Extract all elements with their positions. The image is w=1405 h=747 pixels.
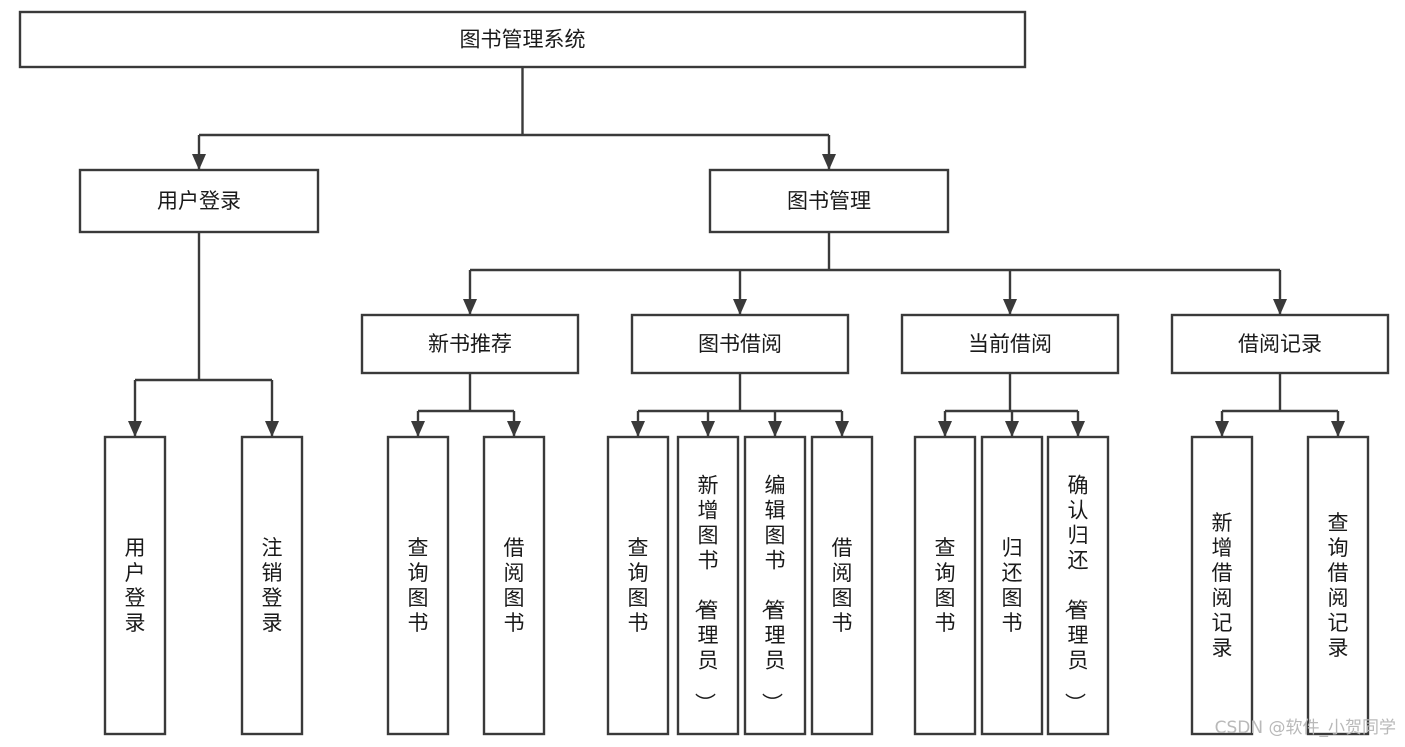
node-label-leaf-return-books: 归还图书 xyxy=(1002,536,1023,635)
node-box-leaf-return-books[interactable] xyxy=(980,435,1044,736)
node-label-leaf-add-book-admin: 新增图书（管理员） xyxy=(693,474,719,714)
arrow-head xyxy=(1071,421,1085,437)
node-label-book-management: 图书管理 xyxy=(787,189,871,213)
node-leaf-confirm-return-admin[interactable]: 确认归还（管理员） xyxy=(1046,435,1110,736)
node-box-leaf-borrow-books[interactable] xyxy=(810,435,874,736)
node-box-root[interactable] xyxy=(18,10,1027,69)
node-current-borrow[interactable]: 当前借阅 xyxy=(900,313,1120,375)
node-label-leaf-add-borrow-record: 新增借阅记录 xyxy=(1212,511,1233,660)
arrow-head xyxy=(411,421,425,437)
node-leaf-return-books[interactable]: 归还图书 xyxy=(980,435,1044,736)
arrow-head xyxy=(631,421,645,437)
node-label-book-borrow: 图书借阅 xyxy=(698,332,782,356)
node-new-book-recommend[interactable]: 新书推荐 xyxy=(360,313,580,375)
connector-layer xyxy=(128,67,1345,437)
node-root[interactable]: 图书管理系统 xyxy=(18,10,1027,69)
node-label-leaf-query-books-current: 查询图书 xyxy=(935,536,956,635)
node-leaf-query-books-borrow[interactable]: 查询图书 xyxy=(606,435,670,736)
node-label-leaf-logout-login: 注销登录 xyxy=(262,536,283,635)
node-leaf-logout-login[interactable]: 注销登录 xyxy=(240,435,304,736)
arrow-head xyxy=(1273,299,1287,315)
node-label-leaf-borrow-books-recommend: 借阅图书 xyxy=(504,536,525,635)
node-label-root: 图书管理系统 xyxy=(460,28,586,52)
node-label-leaf-confirm-return-admin: 确认归还（管理员） xyxy=(1063,474,1089,714)
node-label-borrow-record: 借阅记录 xyxy=(1238,332,1322,356)
node-box-leaf-user-login[interactable] xyxy=(103,435,167,736)
arrow-head xyxy=(1005,421,1019,437)
arrow-head xyxy=(768,421,782,437)
arrow-head xyxy=(835,421,849,437)
node-leaf-query-borrow-record[interactable]: 查询借阅记录 xyxy=(1306,435,1370,736)
node-box-leaf-query-books-borrow[interactable] xyxy=(606,435,670,736)
arrow-head xyxy=(265,421,279,437)
node-box-leaf-add-borrow-record[interactable] xyxy=(1190,435,1254,736)
node-borrow-record[interactable]: 借阅记录 xyxy=(1170,313,1390,375)
node-leaf-query-books-current[interactable]: 查询图书 xyxy=(913,435,977,736)
node-label-leaf-query-books-borrow: 查询图书 xyxy=(628,536,649,635)
node-user-login[interactable]: 用户登录 xyxy=(78,168,320,234)
node-box-leaf-confirm-return-admin[interactable] xyxy=(1046,435,1110,736)
arrow-head xyxy=(733,299,747,315)
node-leaf-add-book-admin[interactable]: 新增图书（管理员） xyxy=(676,435,740,736)
node-label-leaf-borrow-books: 借阅图书 xyxy=(832,536,853,635)
node-leaf-borrow-books[interactable]: 借阅图书 xyxy=(810,435,874,736)
node-layer: 图书管理系统用户登录图书管理新书推荐图书借阅当前借阅借阅记录用户登录注销登录查询… xyxy=(18,10,1390,736)
node-leaf-user-login[interactable]: 用户登录 xyxy=(103,435,167,736)
node-box-book-borrow[interactable] xyxy=(630,313,850,375)
node-box-borrow-record[interactable] xyxy=(1170,313,1390,375)
node-book-management[interactable]: 图书管理 xyxy=(708,168,950,234)
node-leaf-query-books-recommend[interactable]: 查询图书 xyxy=(386,435,450,736)
node-label-current-borrow: 当前借阅 xyxy=(968,332,1052,356)
node-leaf-edit-book-admin[interactable]: 编辑图书（管理员） xyxy=(743,435,807,736)
node-box-leaf-logout-login[interactable] xyxy=(240,435,304,736)
arrow-head xyxy=(463,299,477,315)
arrow-head xyxy=(701,421,715,437)
arrow-head xyxy=(1331,421,1345,437)
node-box-leaf-borrow-books-recommend[interactable] xyxy=(482,435,546,736)
node-leaf-add-borrow-record[interactable]: 新增借阅记录 xyxy=(1190,435,1254,736)
node-book-borrow[interactable]: 图书借阅 xyxy=(630,313,850,375)
node-box-new-book-recommend[interactable] xyxy=(360,313,580,375)
node-label-new-book-recommend: 新书推荐 xyxy=(428,332,512,356)
node-label-leaf-query-borrow-record: 查询借阅记录 xyxy=(1328,511,1349,660)
node-box-leaf-add-book-admin[interactable] xyxy=(676,435,740,736)
arrow-head xyxy=(507,421,521,437)
arrow-head xyxy=(822,154,836,170)
node-box-book-management[interactable] xyxy=(708,168,950,234)
node-box-leaf-query-borrow-record[interactable] xyxy=(1306,435,1370,736)
node-leaf-borrow-books-recommend[interactable]: 借阅图书 xyxy=(482,435,546,736)
arrow-head xyxy=(1003,299,1017,315)
arrow-head xyxy=(938,421,952,437)
node-box-leaf-query-books-current[interactable] xyxy=(913,435,977,736)
arrow-head xyxy=(128,421,142,437)
arrow-head xyxy=(1215,421,1229,437)
node-box-current-borrow[interactable] xyxy=(900,313,1120,375)
node-box-user-login[interactable] xyxy=(78,168,320,234)
node-label-user-login: 用户登录 xyxy=(157,189,241,213)
node-label-leaf-user-login: 用户登录 xyxy=(125,536,146,635)
node-box-leaf-edit-book-admin[interactable] xyxy=(743,435,807,736)
csdn-watermark: CSDN @软件_小贺同学 xyxy=(1215,718,1396,738)
arrow-head xyxy=(192,154,206,170)
node-label-leaf-query-books-recommend: 查询图书 xyxy=(408,536,429,635)
node-label-leaf-edit-book-admin: 编辑图书（管理员） xyxy=(760,474,786,714)
node-box-leaf-query-books-recommend[interactable] xyxy=(386,435,450,736)
